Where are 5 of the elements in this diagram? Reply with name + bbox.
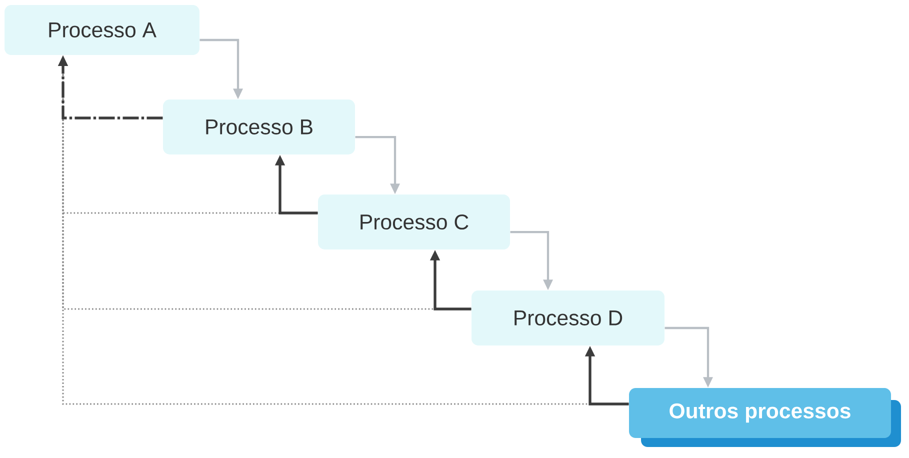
process-box: Processo A xyxy=(4,5,200,55)
process-box: Processo C xyxy=(318,194,510,250)
process-box: Processo D xyxy=(471,290,665,346)
process-box: Processo B xyxy=(163,100,355,154)
process-box: Outros processos xyxy=(629,388,901,447)
